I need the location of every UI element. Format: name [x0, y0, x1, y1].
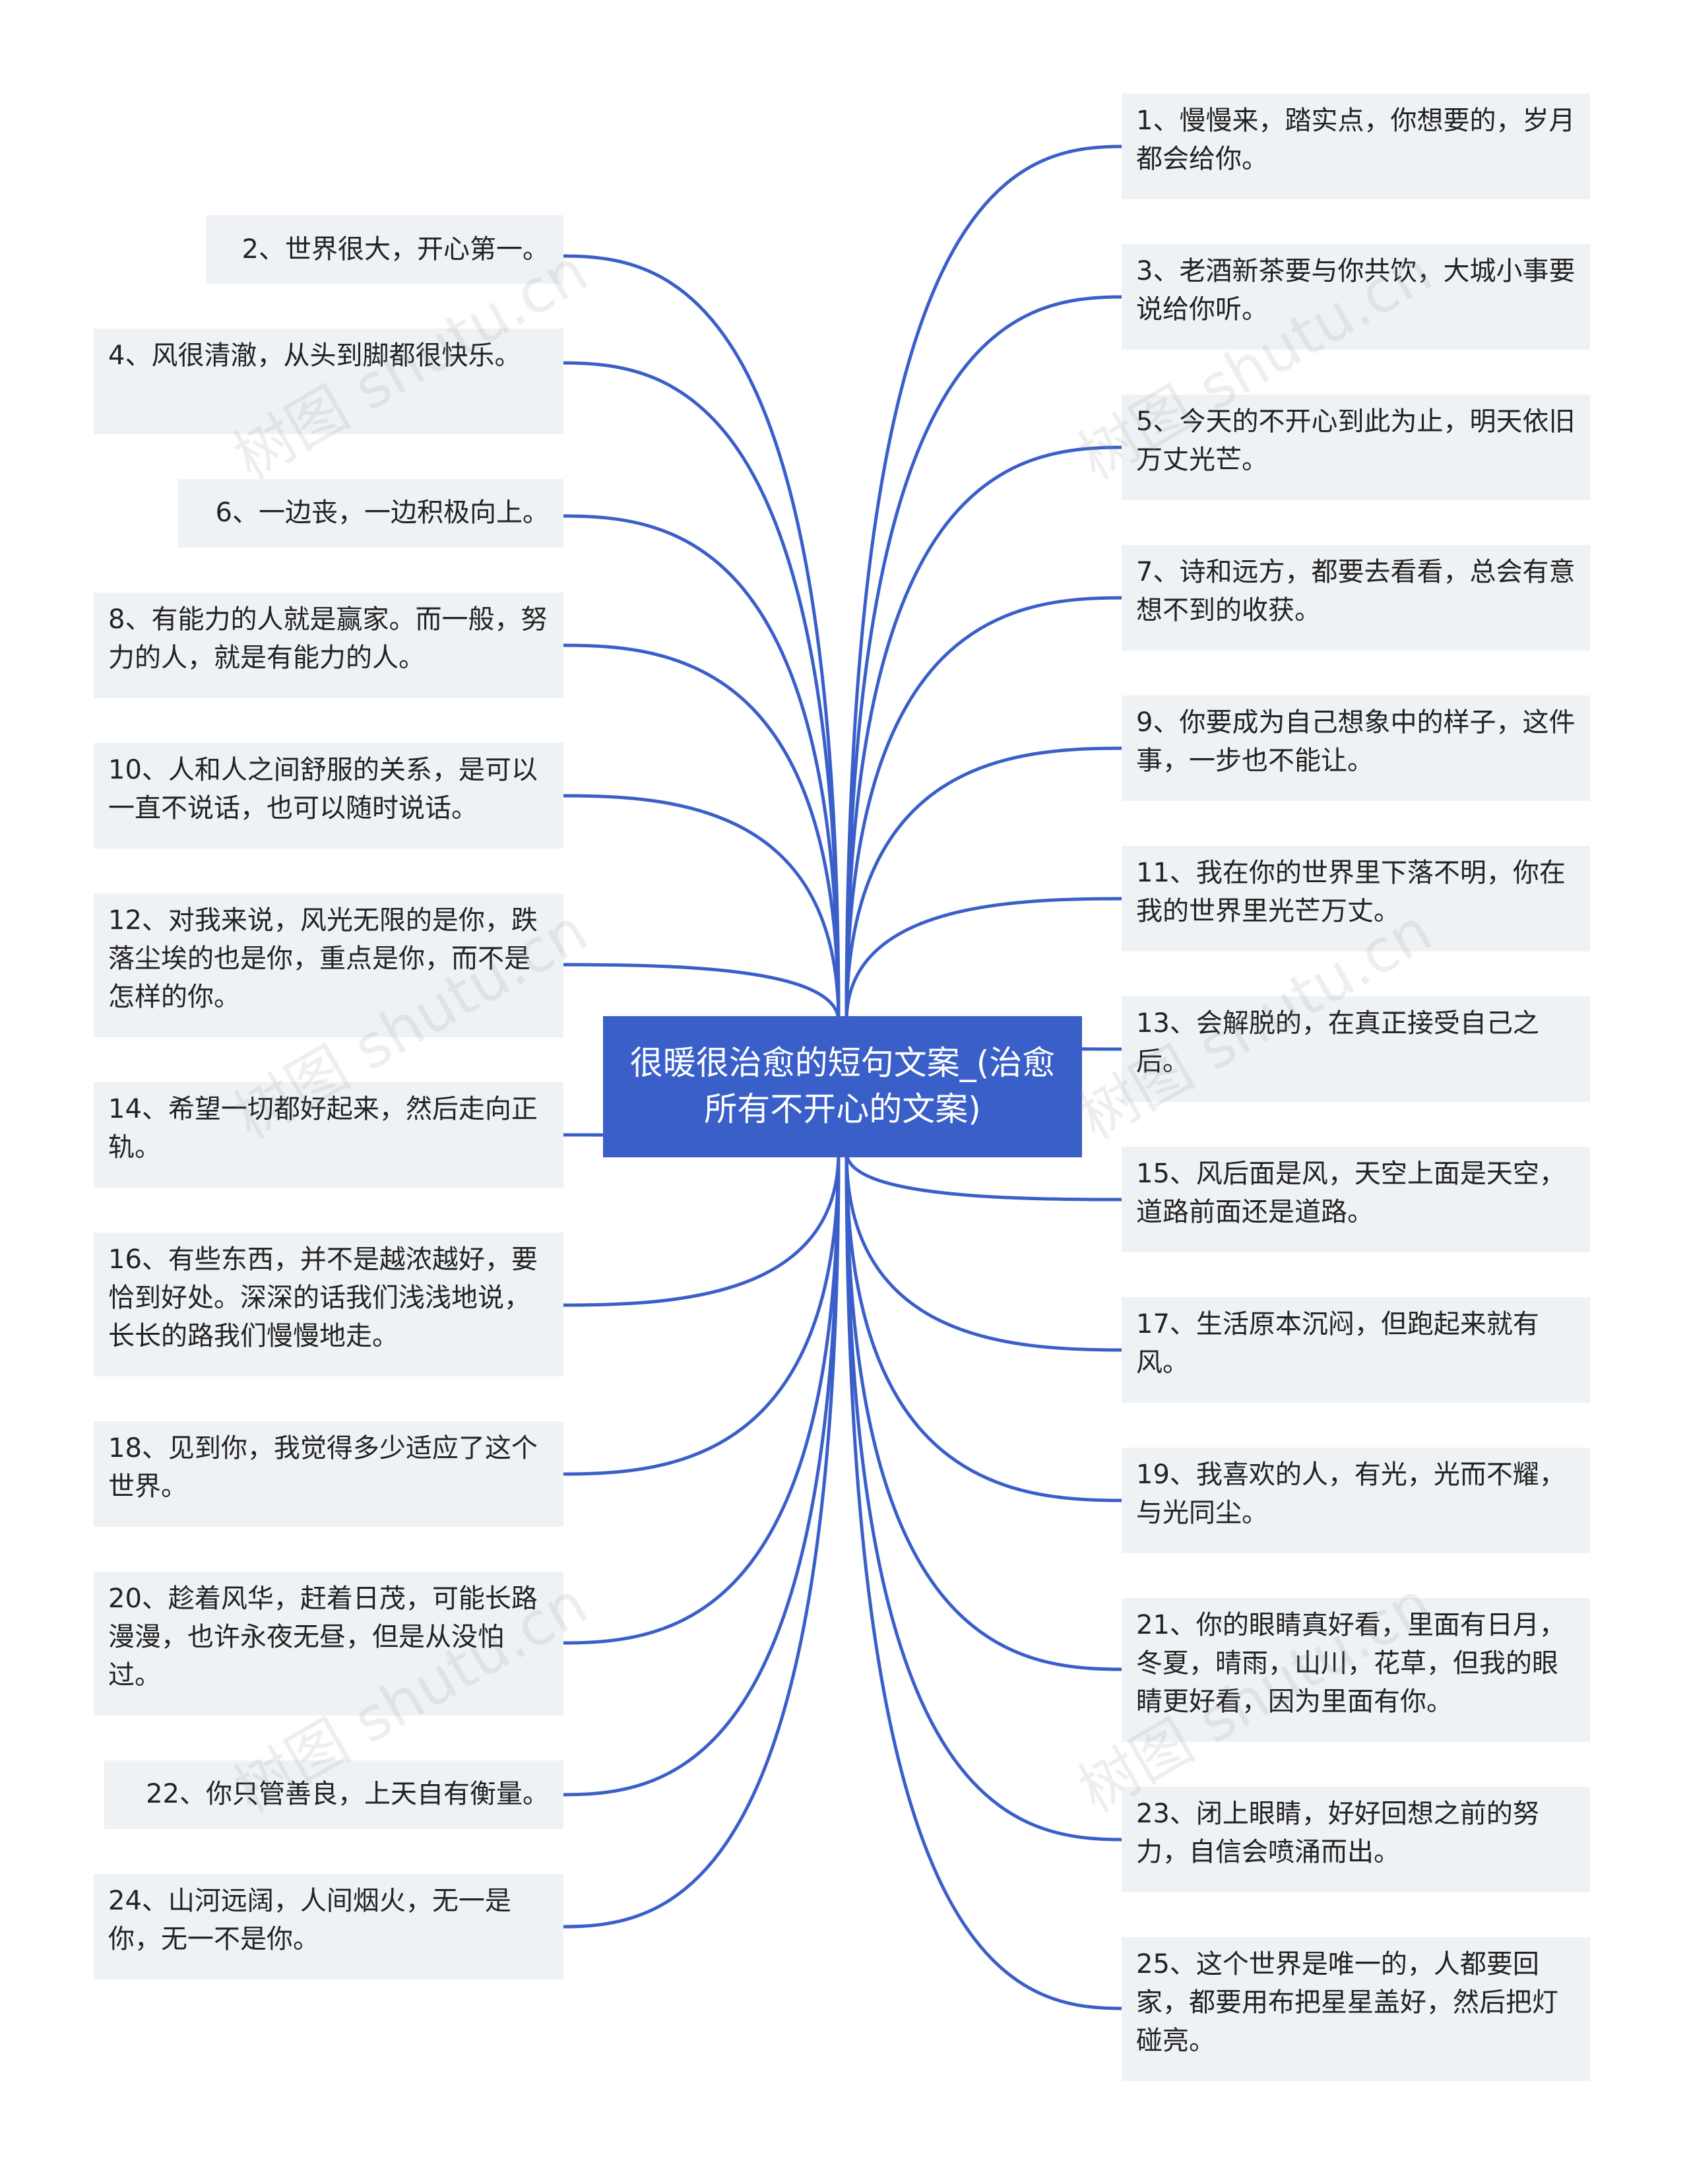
- edge-left-4: [563, 794, 841, 1022]
- left-node-18[interactable]: 18、见到你，我觉得多少适应了这个世界。: [94, 1421, 563, 1527]
- central-topic[interactable]: 很暖很治愈的短句文案_(治愈所有不开心的文案): [603, 1016, 1082, 1157]
- edge-right-7: [844, 1151, 1122, 1202]
- right-node-1[interactable]: 1、慢慢来，踏实点，你想要的，岁月都会给你。: [1122, 94, 1590, 199]
- edge-right-12: [844, 1151, 1122, 2010]
- right-node-5[interactable]: 5、今天的不开心到此为止，明天依旧万丈光芒。: [1122, 395, 1590, 500]
- right-node-25[interactable]: 25、这个世界是唯一的，人都要回家，都要用布把星星盖好，然后把灯碰亮。: [1122, 1937, 1590, 2081]
- edge-right-4: [844, 746, 1122, 1022]
- left-node-20[interactable]: 20、趁着风华，赶着日茂，可能长路漫漫，也许永夜无昼，但是从没怕过。: [94, 1572, 563, 1716]
- edge-right-1: [844, 295, 1122, 1022]
- right-node-13[interactable]: 13、会解脱的，在真正接受自己之后。: [1122, 996, 1590, 1102]
- right-node-3[interactable]: 3、老酒新茶要与你共饮，大城小事要说给你听。: [1122, 244, 1590, 350]
- edge-left-3: [563, 643, 841, 1022]
- left-node-14[interactable]: 14、希望一切都好起来，然后走向正轨。: [94, 1082, 563, 1188]
- edge-left-11: [563, 1151, 841, 1929]
- right-node-15[interactable]: 15、风后面是风，天空上面是天空，道路前面还是道路。: [1122, 1147, 1590, 1252]
- left-node-22[interactable]: 22、你只管善良，上天自有衡量。: [104, 1760, 563, 1829]
- edge-right-10: [844, 1151, 1122, 1671]
- left-node-12[interactable]: 12、对我来说，风光无限的是你，跌落尘埃的也是你，重点是你，而不是怎样的你。: [94, 893, 563, 1037]
- left-node-8[interactable]: 8、有能力的人就是赢家。而一般，努力的人，就是有能力的人。: [94, 593, 563, 698]
- edge-left-8: [563, 1151, 841, 1476]
- edge-right-0: [844, 145, 1122, 1022]
- right-node-9[interactable]: 9、你要成为自己想象中的样子，这件事，一步也不能让。: [1122, 695, 1590, 801]
- right-node-19[interactable]: 19、我喜欢的人，有光，光而不耀，与光同尘。: [1122, 1448, 1590, 1553]
- right-node-23[interactable]: 23、闭上眼睛，好好回想之前的努力，自信会喷涌而出。: [1122, 1787, 1590, 1892]
- edge-right-9: [844, 1151, 1122, 1502]
- right-node-17[interactable]: 17、生活原本沉闷，但跑起来就有风。: [1122, 1297, 1590, 1403]
- edge-left-10: [563, 1151, 841, 1797]
- left-node-6[interactable]: 6、一边丧，一边积极向上。: [178, 479, 563, 548]
- right-node-21[interactable]: 21、你的眼睛真好看，里面有日月，冬夏，晴雨，山川，花草，但我的眼睛更好看，因为…: [1122, 1598, 1590, 1742]
- edge-left-9: [563, 1151, 841, 1645]
- edge-left-0: [563, 254, 841, 1022]
- left-node-10[interactable]: 10、人和人之间舒服的关系，是可以一直不说话，也可以随时说话。: [94, 743, 563, 849]
- left-node-2[interactable]: 2、世界很大，开心第一。: [206, 215, 563, 284]
- edge-right-2: [844, 445, 1122, 1022]
- left-node-4[interactable]: 4、风很清澈，从头到脚都很快乐。: [94, 329, 563, 434]
- right-node-7[interactable]: 7、诗和远方，都要去看看，总会有意想不到的收获。: [1122, 545, 1590, 651]
- left-node-24[interactable]: 24、山河远阔，人间烟火，无一是你，无一不是你。: [94, 1874, 563, 1979]
- edge-left-7: [563, 1151, 841, 1307]
- edge-right-3: [844, 596, 1122, 1022]
- edge-left-1: [563, 361, 841, 1022]
- edge-right-5: [844, 897, 1122, 1022]
- right-node-11[interactable]: 11、我在你的世界里下落不明，你在我的世界里光芒万丈。: [1122, 846, 1590, 951]
- edge-right-8: [844, 1151, 1122, 1352]
- edge-left-5: [563, 963, 841, 1022]
- edge-right-11: [844, 1151, 1122, 1842]
- edge-left-2: [563, 514, 841, 1022]
- left-node-16[interactable]: 16、有些东西，并不是越浓越好，要恰到好处。深深的话我们浅浅地说，长长的路我们慢…: [94, 1233, 563, 1376]
